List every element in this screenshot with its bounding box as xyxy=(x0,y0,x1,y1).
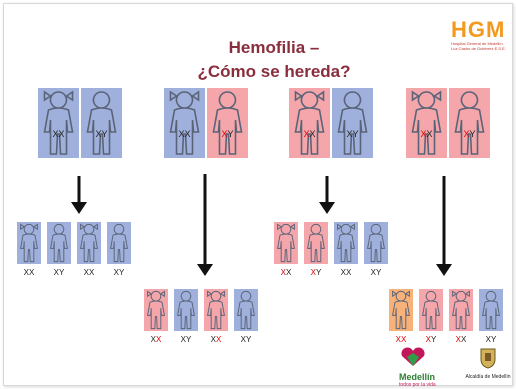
female-figure-icon xyxy=(392,290,410,330)
coat-of-arms-icon xyxy=(480,348,496,369)
child-1-4-genotype: XY xyxy=(113,268,125,277)
child-2-2-genotype: XY xyxy=(180,335,192,344)
male-figure-icon xyxy=(110,223,128,263)
child-2-3 xyxy=(204,289,228,331)
medellin-tagline: todos por la vida xyxy=(399,382,436,388)
male-figure-icon xyxy=(307,223,325,263)
female-figure-icon xyxy=(43,90,74,155)
female-figure-icon xyxy=(169,90,200,155)
male-figure-icon xyxy=(422,290,440,330)
arrow-down-icon xyxy=(71,176,87,214)
hgm-logo: HGM Hospital General de Medellín Luz Cas… xyxy=(451,17,509,52)
child-4-1-genotype: XX xyxy=(395,335,407,344)
child-1-2 xyxy=(47,222,71,264)
female-figure-icon xyxy=(20,223,38,263)
female-figure-icon xyxy=(337,223,355,263)
female-figure-icon xyxy=(452,290,470,330)
alcaldia-text: Alcaldía de Medellín xyxy=(465,374,511,380)
child-2-3-genotype: XX xyxy=(210,335,222,344)
medellin-logo: Medellín todos por la vida xyxy=(399,347,459,388)
child-3-1 xyxy=(274,222,298,264)
child-1-3-genotype: XX xyxy=(83,268,95,277)
child-4-3-genotype: XX xyxy=(455,335,467,344)
female-figure-icon xyxy=(207,290,225,330)
parent-3-mother-genotype: XX xyxy=(303,129,316,139)
child-3-3 xyxy=(334,222,358,264)
parent-2-father-genotype: XY xyxy=(221,129,234,139)
female-figure-icon xyxy=(277,223,295,263)
parent-3-father-genotype: XY xyxy=(346,129,359,139)
male-figure-icon xyxy=(177,290,195,330)
child-2-1 xyxy=(144,289,168,331)
child-4-4 xyxy=(479,289,503,331)
female-figure-icon xyxy=(411,90,442,155)
parent-4-father-genotype: XY xyxy=(463,129,476,139)
child-1-2-genotype: XY xyxy=(53,268,65,277)
parent-4-mother: XX xyxy=(406,88,447,158)
child-3-2-genotype: XY xyxy=(310,268,322,277)
male-figure-icon xyxy=(337,91,368,155)
medellin-text: Medellín xyxy=(399,372,436,382)
arrow-down-icon xyxy=(197,174,213,276)
male-figure-icon xyxy=(237,290,255,330)
title-line-2: ¿Cómo se hereda? xyxy=(197,62,351,81)
parent-2-father: XY xyxy=(207,88,248,158)
male-figure-icon xyxy=(454,91,485,155)
child-1-1 xyxy=(17,222,41,264)
parent-1-father: XY xyxy=(81,88,122,158)
child-4-4-genotype: XY xyxy=(485,335,497,344)
parent-4-father: XY xyxy=(449,88,490,158)
heart-icon xyxy=(401,347,425,366)
child-2-1-genotype: XX xyxy=(150,335,162,344)
parent-1-mother: XX xyxy=(38,88,79,158)
child-2-4 xyxy=(234,289,258,331)
parent-1-father-genotype: XY xyxy=(95,129,108,139)
child-2-4-genotype: XY xyxy=(240,335,252,344)
hgm-logo-text: HGM xyxy=(451,17,506,42)
title-line-1: Hemofilia – xyxy=(228,38,320,57)
child-3-1-genotype: XX xyxy=(280,268,292,277)
parent-3-mother: XX xyxy=(289,88,330,158)
child-4-2 xyxy=(419,289,443,331)
child-3-4 xyxy=(364,222,388,264)
parent-2-mother-genotype: XX xyxy=(178,129,191,139)
child-3-2 xyxy=(304,222,328,264)
parent-2-mother: XX xyxy=(164,88,205,158)
child-2-2 xyxy=(174,289,198,331)
male-figure-icon xyxy=(50,223,68,263)
arrow-down-icon xyxy=(436,176,452,276)
arrow-down-icon xyxy=(319,176,335,214)
male-figure-icon xyxy=(367,223,385,263)
female-figure-icon xyxy=(294,90,325,155)
female-figure-icon xyxy=(147,290,165,330)
child-1-4 xyxy=(107,222,131,264)
child-4-1 xyxy=(389,289,413,331)
male-figure-icon xyxy=(86,91,117,155)
parent-1-mother-genotype: XX xyxy=(52,129,65,139)
parent-4-mother-genotype: XX xyxy=(420,129,433,139)
male-figure-icon xyxy=(482,290,500,330)
hgm-logo-subtitle: Hospital General de Medellín Luz Castro … xyxy=(451,41,506,51)
parent-3-father: XY xyxy=(332,88,373,158)
slide: Hemofilia – ¿Cómo se hereda? HGM Hospita… xyxy=(3,3,513,388)
child-1-1-genotype: XX xyxy=(23,268,35,277)
child-4-3 xyxy=(449,289,473,331)
male-figure-icon xyxy=(212,91,243,155)
child-4-2-genotype: XY xyxy=(425,335,437,344)
child-1-3 xyxy=(77,222,101,264)
child-3-3-genotype: XX xyxy=(340,268,352,277)
female-figure-icon xyxy=(80,223,98,263)
alcaldia-logo: Alcaldía de Medellín xyxy=(464,347,512,380)
child-3-4-genotype: XY xyxy=(370,268,382,277)
